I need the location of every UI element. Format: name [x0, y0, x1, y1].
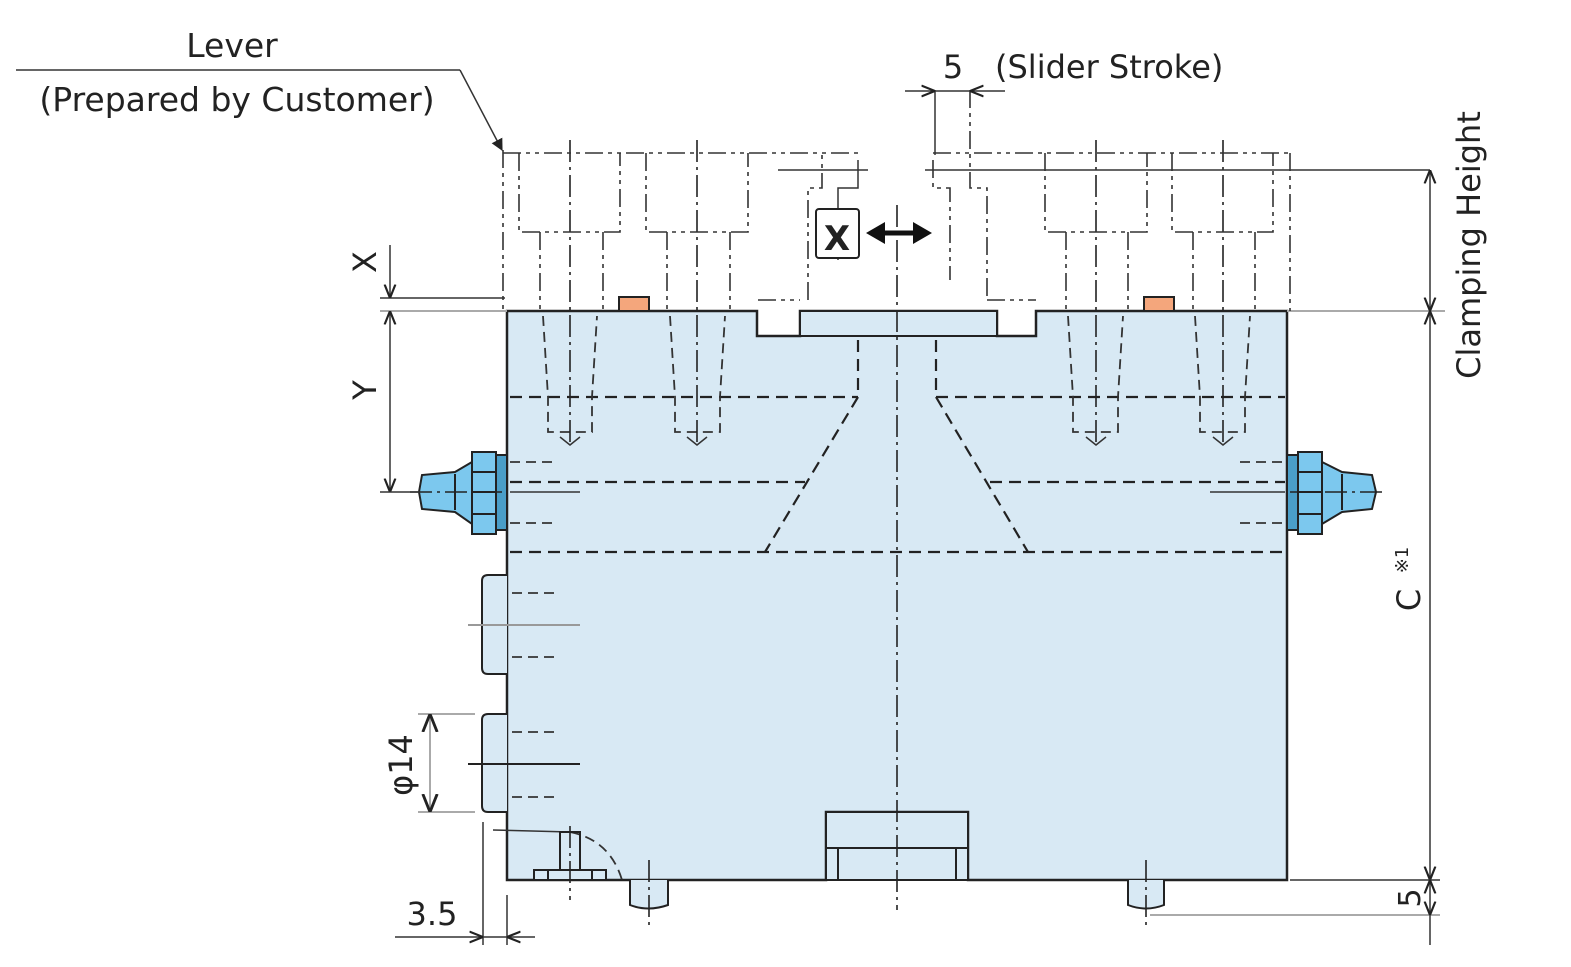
side-port-upper	[468, 574, 580, 675]
dim-3-5-label: 3.5	[407, 895, 458, 933]
slider-stroke-value: 5	[943, 48, 963, 86]
bolt-hole-3	[1067, 140, 1124, 446]
bolt-hole-1	[542, 140, 598, 446]
dimension-c: C ※1	[1290, 311, 1440, 881]
dim-phi14-label: φ14	[382, 734, 420, 796]
dimension-phi14: φ14	[382, 713, 475, 813]
bolt-hole-4	[1194, 140, 1251, 446]
lever-label: Lever	[186, 26, 278, 65]
dim-c-note: ※1	[1392, 547, 1413, 574]
dim-5-label: 5	[1393, 888, 1428, 907]
slider-stroke-dimension: 5 (Slider Stroke)	[905, 48, 1223, 91]
dimension-clamping-height: Clamping Height	[1430, 111, 1488, 379]
locating-pin-left	[629, 860, 669, 925]
bolt-hole-2	[669, 140, 726, 446]
dimension-x: X	[346, 245, 505, 299]
dim-x-label: X	[346, 251, 384, 273]
lever-leader: Lever (Prepared by Customer)	[16, 26, 503, 152]
bolt-holes	[542, 140, 1251, 446]
x-marker: X	[815, 208, 860, 259]
slider-stroke-label: (Slider Stroke)	[995, 48, 1223, 86]
contact-pad-right	[1143, 296, 1175, 312]
bottom-screw-detail	[492, 826, 623, 900]
locating-pin-right	[1127, 860, 1165, 925]
x-box-label: X	[824, 219, 850, 259]
dim-y-label: Y	[346, 380, 384, 401]
lever-note-label: (Prepared by Customer)	[39, 80, 434, 119]
hidden-lines	[510, 340, 1285, 554]
fitting-left	[410, 451, 508, 535]
double-arrow-horizontal-icon	[866, 222, 932, 244]
dimension-5-bottom: 5	[1150, 880, 1440, 945]
clamping-height-label: Clamping Height	[1450, 111, 1488, 379]
contact-pad-left	[618, 296, 650, 312]
lever-phantom	[502, 90, 1430, 311]
dim-c-label: C	[1390, 589, 1428, 611]
dimension-3-5: 3.5	[395, 822, 535, 945]
fitting-right	[1286, 451, 1385, 535]
side-port-lower	[468, 713, 580, 813]
dimension-y: Y	[346, 311, 420, 493]
